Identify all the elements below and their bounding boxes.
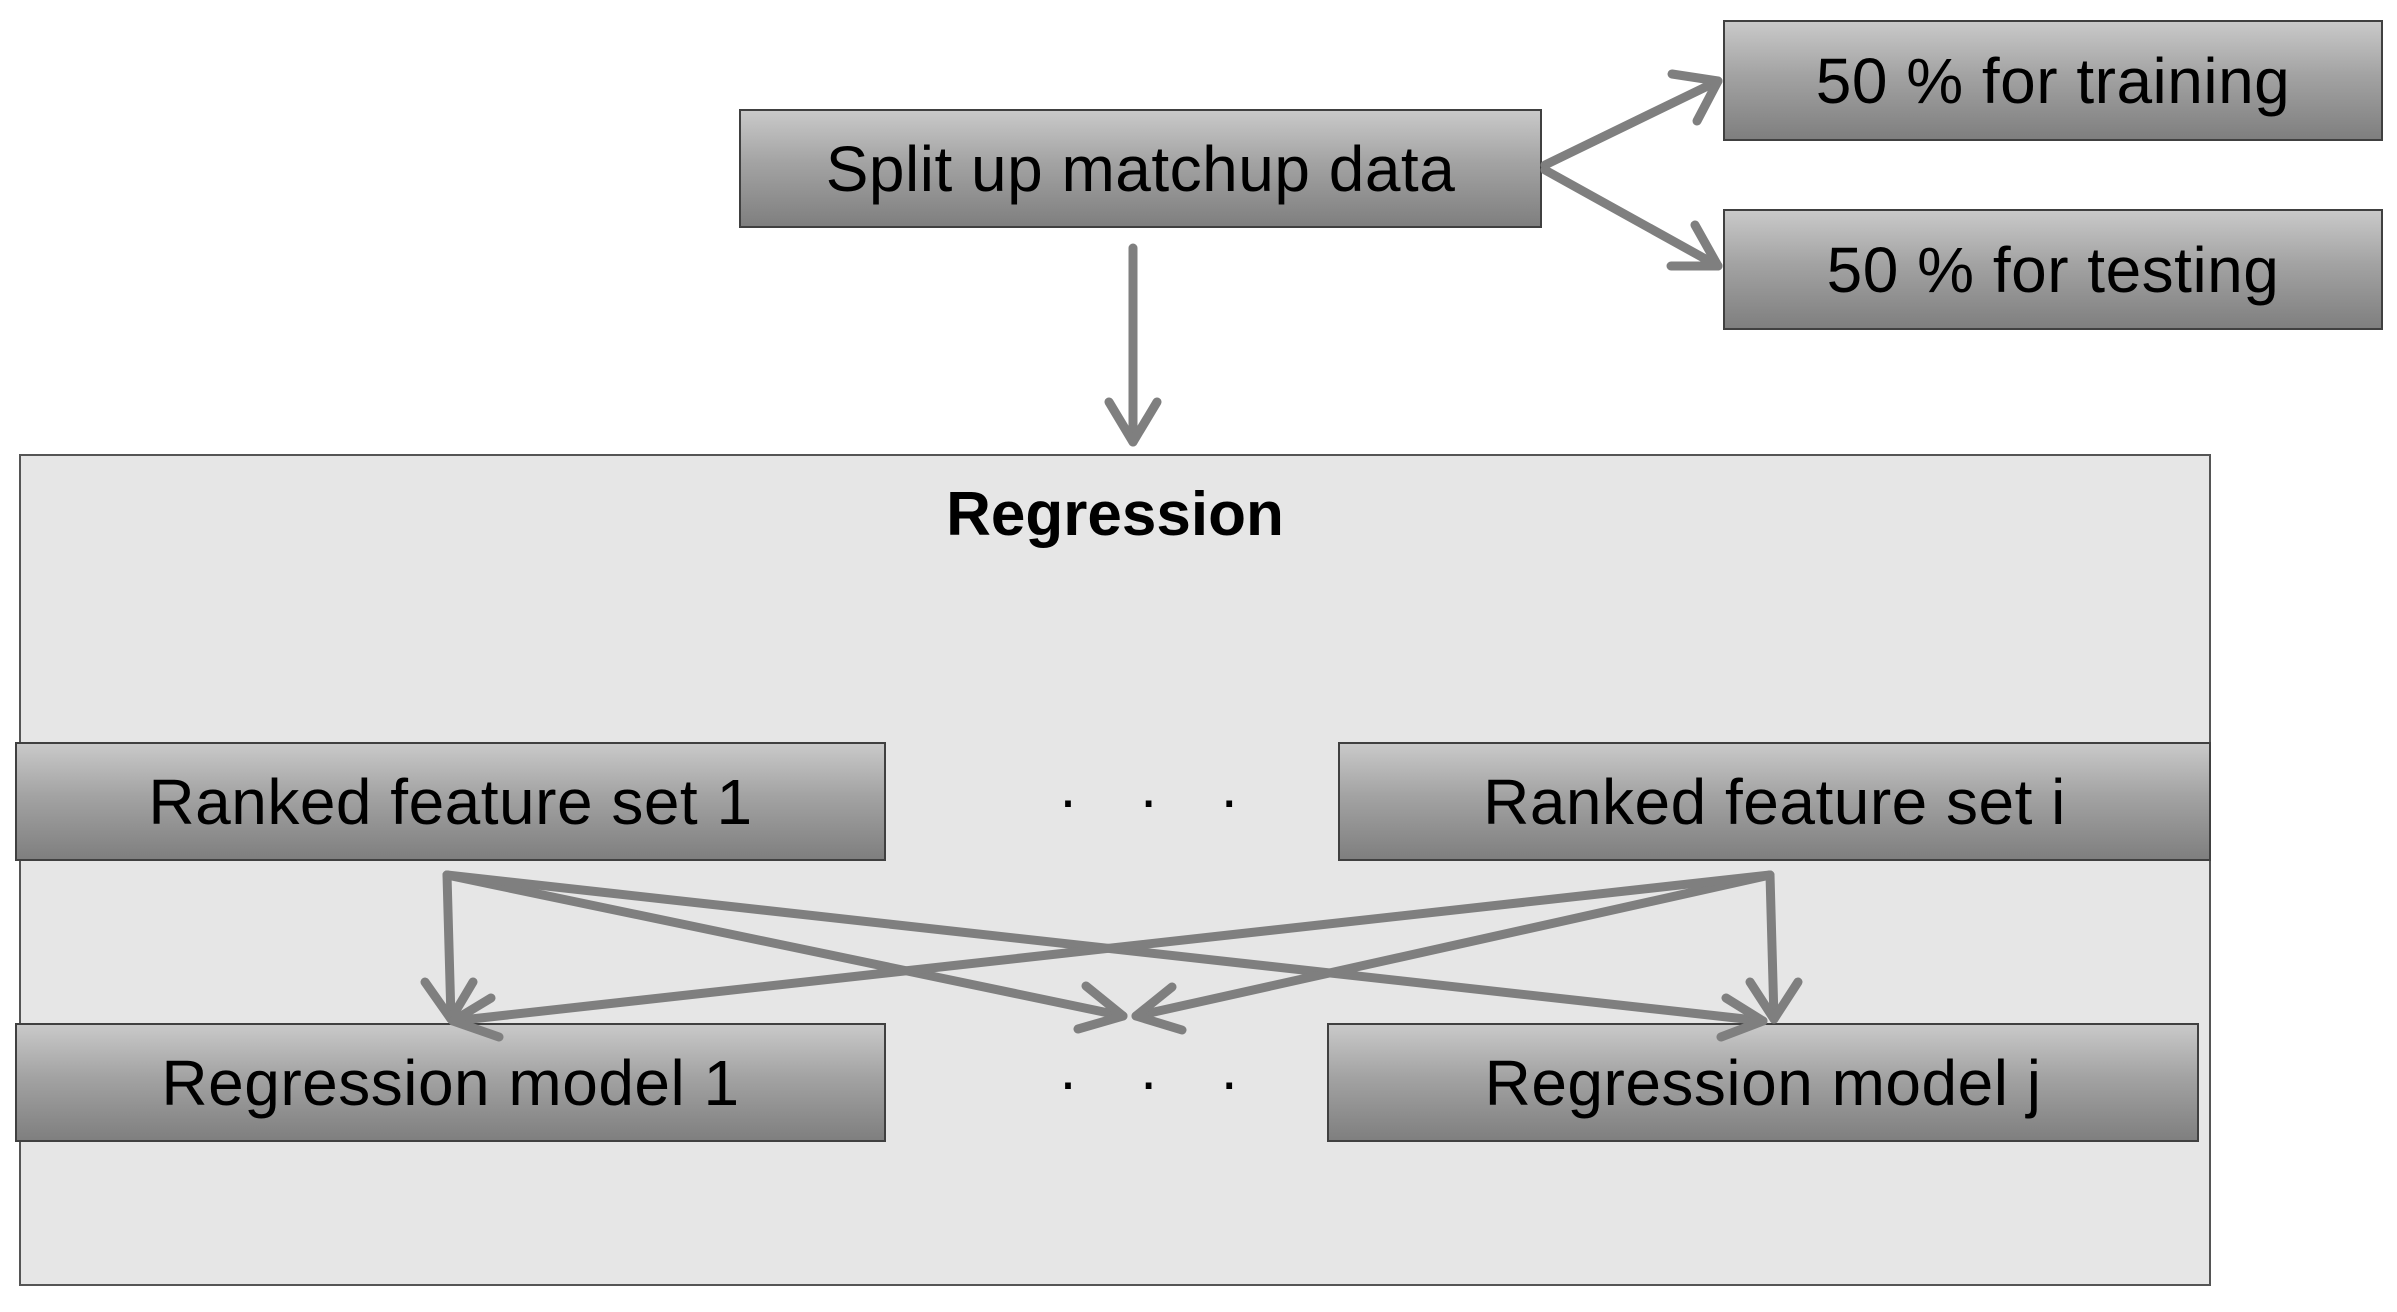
arrowhead-testing	[1666, 220, 1723, 271]
ranked-feature-set-1-node: Ranked feature set 1	[15, 742, 886, 861]
regression-title: Regression	[946, 480, 1284, 549]
testing-node: 50 % for testing	[1723, 209, 2383, 330]
training-node: 50 % for training	[1723, 20, 2383, 141]
arrowhead-training	[1667, 69, 1723, 126]
arrow-split-to-training	[1540, 76, 1723, 170]
arrowhead-regression	[1104, 397, 1162, 447]
ranked-feature-set-i-node: Ranked feature set i	[1338, 742, 2211, 861]
model-ellipsis: · · ·	[1058, 1048, 1262, 1115]
arrow-split-to-testing	[1540, 165, 1723, 271]
regression-model-1-node: Regression model 1	[15, 1023, 886, 1142]
split-data-node: Split up matchup data	[739, 109, 1542, 228]
regression-model-j-node: Regression model j	[1327, 1023, 2199, 1142]
feature-set-ellipsis: · · ·	[1058, 766, 1262, 833]
regression-region	[19, 454, 2211, 1286]
